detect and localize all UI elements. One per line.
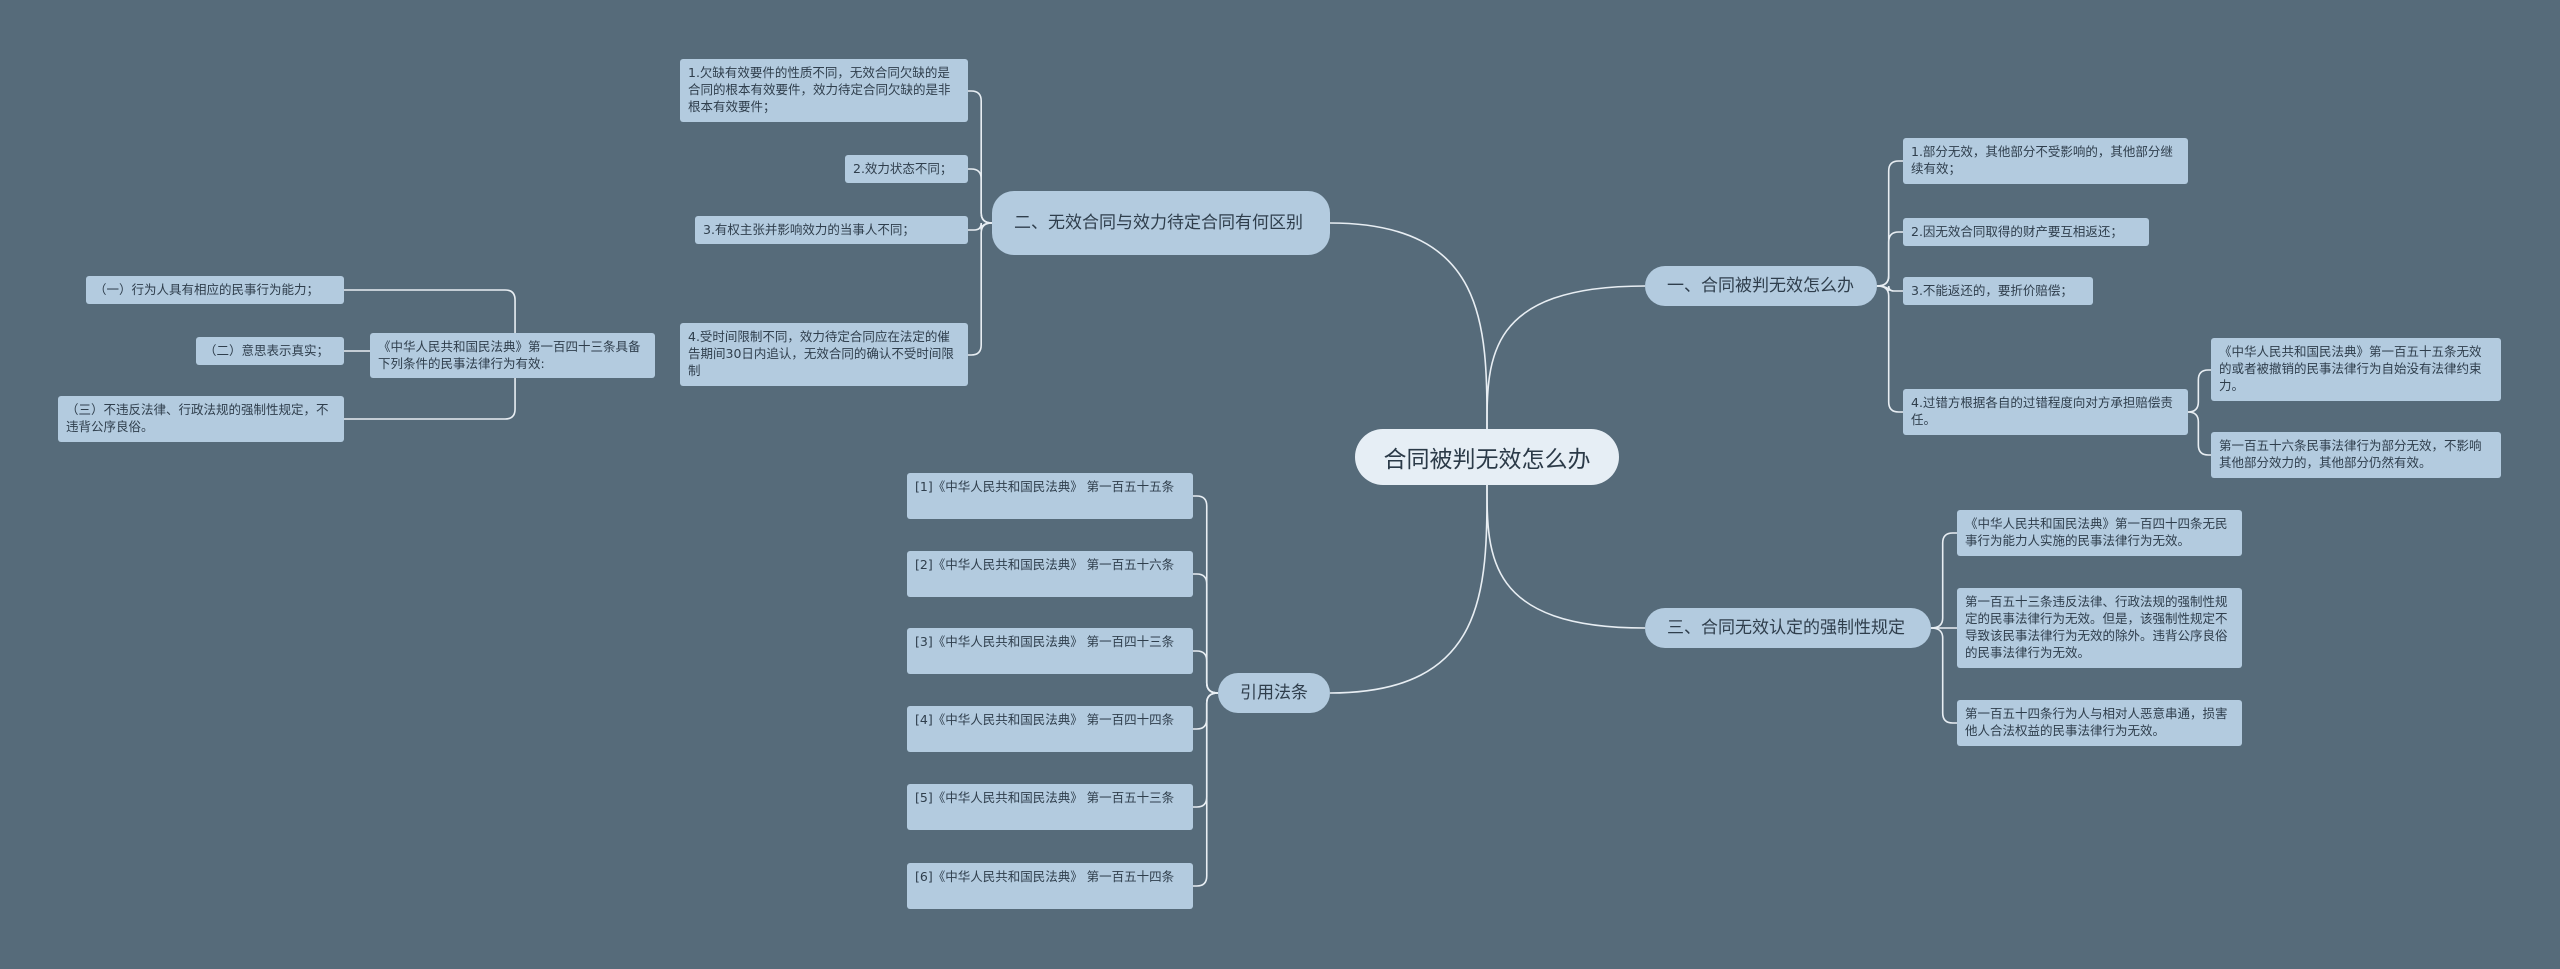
leaf-node[interactable]: （一）行为人具有相应的民事行为能力； bbox=[86, 276, 344, 304]
leaf-connector bbox=[968, 90, 993, 224]
leaf-node[interactable]: [1]《中华人民共和国民法典》 第一百五十五条 bbox=[907, 473, 1193, 519]
leaf-node[interactable]: 《中华人民共和国民法典》第一百五十五条无效的或者被撤销的民事法律行为自始没有法律… bbox=[2211, 338, 2501, 401]
leaf-node[interactable]: 2.因无效合同取得的财产要互相返还； bbox=[1903, 218, 2149, 246]
leaf-node[interactable]: 1.欠缺有效要件的性质不同，无效合同欠缺的是合同的根本有效要件，效力待定合同欠缺… bbox=[680, 59, 968, 122]
leaf-node[interactable]: 第一百五十三条违反法律、行政法规的强制性规定的民事法律行为无效。但是，该强制性规… bbox=[1957, 588, 2242, 668]
leaf-node[interactable]: [5]《中华人民共和国民法典》 第一百五十三条 bbox=[907, 784, 1193, 830]
leaf-connector bbox=[968, 222, 993, 356]
leaf-connector bbox=[968, 168, 993, 224]
branch-node-difference[interactable]: 二、无效合同与效力待定合同有何区别 bbox=[992, 191, 1330, 255]
branch-connector bbox=[1486, 484, 1646, 629]
leaf-node[interactable]: 4.受时间限制不同，效力待定合同应在法定的催告期间30日内追认，无效合同的确认不… bbox=[680, 323, 968, 386]
branch-node-invalid-handling[interactable]: 一、合同被判无效怎么办 bbox=[1645, 266, 1877, 306]
leaf-node[interactable]: （三）不违反法律、行政法规的强制性规定，不违背公序良俗。 bbox=[58, 396, 344, 442]
leaf-connector bbox=[1930, 627, 1957, 724]
leaf-node[interactable]: 《中华人民共和国民法典》第一百四十三条具备下列条件的民事法律行为有效: bbox=[370, 333, 655, 378]
leaf-connector bbox=[2187, 369, 2211, 413]
leaf-connector bbox=[1930, 532, 1957, 629]
leaf-node[interactable]: 3.有权主张并影响效力的当事人不同； bbox=[695, 216, 968, 244]
leaf-connector bbox=[1193, 495, 1219, 694]
branch-connector bbox=[1329, 222, 1488, 430]
leaf-connector bbox=[1193, 573, 1219, 694]
leaf-node[interactable]: [6]《中华人民共和国民法典》 第一百五十四条 bbox=[907, 863, 1193, 909]
leaf-node[interactable]: （二）意思表示真实； bbox=[196, 337, 344, 365]
leaf-connector bbox=[1193, 692, 1219, 887]
leaf-node[interactable]: 3.不能返还的，要折价赔偿； bbox=[1903, 277, 2093, 305]
leaf-connector bbox=[1876, 231, 1903, 287]
leaf-connector bbox=[1193, 650, 1219, 694]
leaf-connector bbox=[1193, 692, 1219, 808]
leaf-node[interactable]: [2]《中华人民共和国民法典》 第一百五十六条 bbox=[907, 551, 1193, 597]
leaf-node[interactable]: 1.部分无效，其他部分不受影响的，其他部分继续有效； bbox=[1903, 138, 2188, 184]
leaf-node[interactable]: 2.效力状态不同； bbox=[845, 155, 968, 183]
leaf-node[interactable]: [3]《中华人民共和国民法典》 第一百四十三条 bbox=[907, 628, 1193, 674]
branch-connector bbox=[1329, 484, 1488, 694]
branch-node-cited-laws[interactable]: 引用法条 bbox=[1218, 673, 1330, 713]
leaf-connector bbox=[2187, 411, 2211, 456]
branch-node-mandatory-rules[interactable]: 三、合同无效认定的强制性规定 bbox=[1645, 608, 1931, 648]
leaf-node[interactable]: [4]《中华人民共和国民法典》 第一百四十四条 bbox=[907, 706, 1193, 752]
leaf-connector bbox=[1876, 285, 1903, 413]
leaf-node[interactable]: 《中华人民共和国民法典》第一百四十四条无民事行为能力人实施的民事法律行为无效。 bbox=[1957, 510, 2242, 556]
root-node[interactable]: 合同被判无效怎么办 bbox=[1355, 429, 1619, 485]
leaf-node[interactable]: 第一百五十四条行为人与相对人恶意串通，损害他人合法权益的民事法律行为无效。 bbox=[1957, 700, 2242, 746]
branch-connector bbox=[1486, 285, 1646, 430]
leaf-connector bbox=[1193, 692, 1219, 730]
leaf-connector bbox=[1876, 160, 1903, 287]
leaf-node[interactable]: 第一百五十六条民事法律行为部分无效，不影响其他部分效力的，其他部分仍然有效。 bbox=[2211, 432, 2501, 478]
leaf-node[interactable]: 4.过错方根据各自的过错程度向对方承担赔偿责任。 bbox=[1903, 389, 2188, 435]
